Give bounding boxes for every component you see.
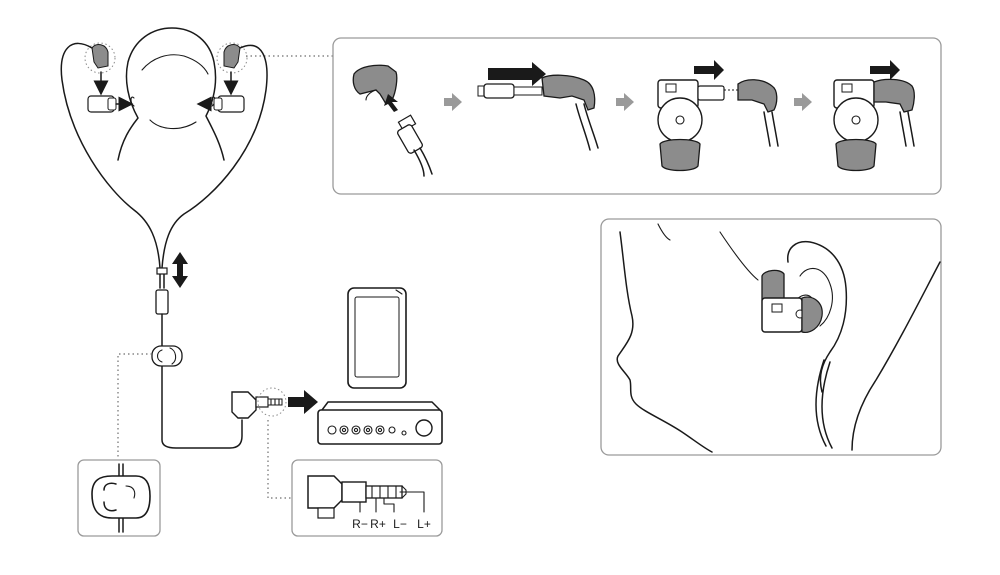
step-arrow-icon	[616, 93, 634, 111]
pin-label-l-minus: L−	[393, 517, 407, 531]
headphone-amplifier	[317, 401, 443, 445]
left-earphone-housing	[84, 42, 134, 113]
step-4	[833, 60, 915, 172]
right-earphone-housing	[196, 42, 248, 113]
pin-label-r-minus: R−	[352, 517, 368, 531]
step-arrow-icon	[444, 93, 462, 111]
push-arrow-icon	[384, 94, 398, 112]
pin-label-r-plus: R+	[370, 517, 386, 531]
attachment-steps-panel	[332, 37, 942, 195]
leader-line-pinout	[267, 420, 292, 499]
step-2	[477, 62, 599, 151]
leader-line-clip	[117, 353, 152, 460]
digital-audio-player	[347, 287, 407, 389]
earphone-cable	[60, 42, 268, 449]
step-3	[657, 60, 779, 172]
connect-arrow-icon	[288, 390, 318, 414]
wearing-illustration-panel	[600, 218, 942, 456]
step-arrow-icon	[794, 93, 812, 111]
clip-detail-panel	[77, 459, 161, 537]
head-illustration	[117, 27, 225, 161]
pin-label-l-plus: L+	[417, 517, 431, 531]
angled-plug	[231, 387, 287, 419]
step-1	[352, 64, 433, 177]
double-arrow-icon	[172, 252, 188, 288]
cable-clip	[151, 345, 183, 367]
plug-pinout-panel: R− R+ L− L+	[291, 459, 443, 537]
